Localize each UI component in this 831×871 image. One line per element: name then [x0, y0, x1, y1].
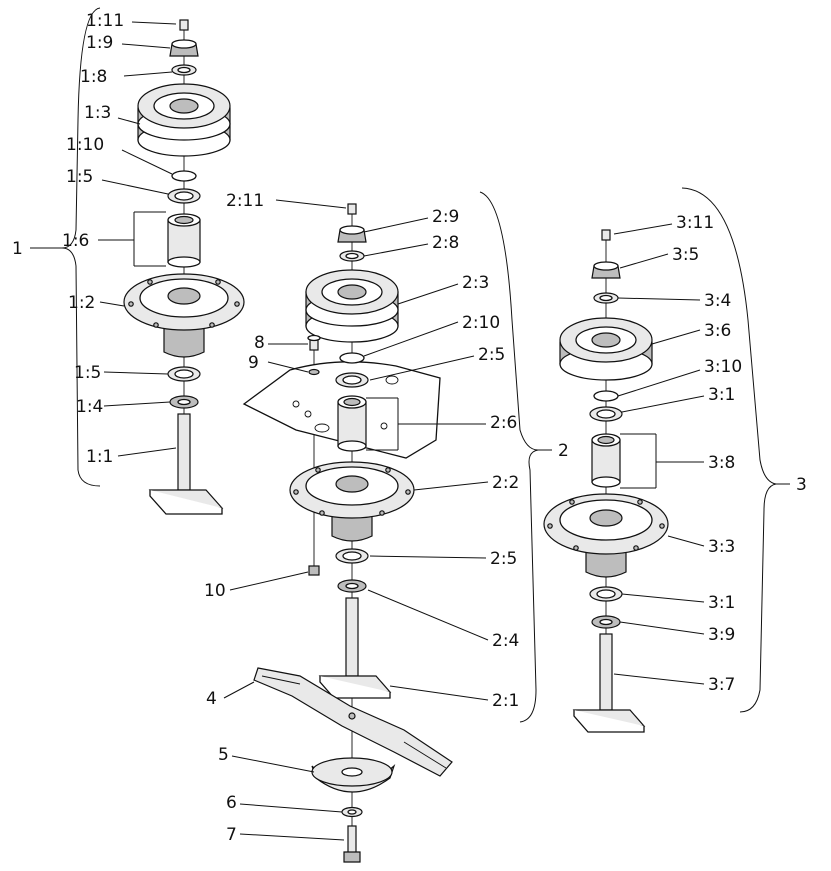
callout-3-1-bottom: 3:1 [708, 593, 735, 613]
group-1-label: 1 [12, 239, 23, 259]
callout-10: 10 [204, 581, 226, 601]
group-3-label: 3 [796, 475, 807, 495]
callout-2-9: 2:9 [432, 207, 459, 227]
callout-5: 5 [218, 745, 229, 765]
callout-2-2: 2:2 [492, 473, 519, 493]
assembly-2 [242, 203, 453, 863]
callout-1-2: 1:2 [68, 293, 95, 313]
assembly-1 [123, 19, 245, 515]
nut-10 [308, 565, 320, 576]
callout-1-9: 1:9 [86, 33, 113, 53]
callout-9: 9 [248, 353, 259, 373]
lockwasher-9 [308, 368, 320, 376]
pulley-2-3 [305, 269, 399, 343]
blade-4 [253, 667, 453, 777]
spindle-shaft-1-1 [148, 413, 224, 515]
snap-ring-2-10 [339, 352, 365, 364]
housing-3-3 [543, 493, 669, 578]
callout-2-5-top: 2:5 [478, 345, 505, 365]
callout-1-10: 1:10 [66, 135, 104, 155]
callout-3-5: 3:5 [672, 245, 699, 265]
callout-3-1-top: 3:1 [708, 385, 735, 405]
callout-2-4: 2:4 [492, 631, 519, 651]
grease-fitting-1-11 [179, 19, 189, 31]
bolt-7 [343, 825, 361, 863]
spacer-2-6 [337, 395, 367, 452]
callout-3-7: 3:7 [708, 675, 735, 695]
pulley-1-3 [137, 83, 231, 157]
pulley-3-6 [559, 317, 653, 381]
callout-2-1: 2:1 [492, 691, 519, 711]
callout-3-3: 3:3 [708, 537, 735, 557]
assembly-3 [543, 229, 669, 733]
spindle-shaft-3-7 [572, 633, 646, 733]
group-1-bracket: 1 [12, 7, 101, 487]
callout-1-1: 1:1 [86, 447, 113, 467]
grease-fitting-2-11 [347, 203, 357, 215]
callout-1-3: 1:3 [84, 103, 111, 123]
callout-3-9: 3:9 [708, 625, 735, 645]
callout-3-8: 3:8 [708, 453, 735, 473]
callout-1-5-top: 1:5 [66, 167, 93, 187]
leader-lines [98, 21, 705, 841]
grease-fitting-3-11 [601, 229, 611, 241]
callout-4: 4 [206, 689, 217, 709]
callout-1-4: 1:4 [76, 397, 103, 417]
housing-2-2 [289, 461, 415, 542]
snap-ring-3-10 [593, 390, 619, 402]
group-2-label: 2 [558, 441, 569, 461]
group-3-bracket: 3 [681, 187, 807, 713]
callout-1-6: 1:6 [62, 231, 89, 251]
snap-ring-1-10 [171, 170, 197, 182]
callout-3-6: 3:6 [704, 321, 731, 341]
callout-8: 8 [254, 333, 265, 353]
callout-2-11: 2:11 [226, 191, 264, 211]
callout-3-10: 3:10 [704, 357, 742, 377]
callout-2-10: 2:10 [462, 313, 500, 333]
callout-2-6: 2:6 [490, 413, 517, 433]
callout-1-8: 1:8 [80, 67, 107, 87]
callout-3-11: 3:11 [676, 213, 714, 233]
spindle-shaft-2-1 [318, 597, 392, 699]
callout-2-3: 2:3 [462, 273, 489, 293]
spacer-1-6 [167, 213, 201, 268]
callout-2-5-bottom: 2:5 [490, 549, 517, 569]
group-2-bracket: 2 [479, 191, 569, 723]
callouts: 1:11 1:9 1:8 1:3 1:10 1:5 1:6 1:2 1:5 1:… [62, 11, 742, 845]
callout-6: 6 [226, 793, 237, 813]
spacer-3-8 [591, 433, 621, 488]
callout-1-5-bottom: 1:5 [74, 363, 101, 383]
callout-2-8: 2:8 [432, 233, 459, 253]
cup-5 [311, 757, 396, 793]
callout-1-11: 1:11 [86, 11, 124, 31]
housing-1-2 [123, 273, 245, 358]
callout-3-4: 3:4 [704, 291, 731, 311]
callout-7: 7 [226, 825, 237, 845]
